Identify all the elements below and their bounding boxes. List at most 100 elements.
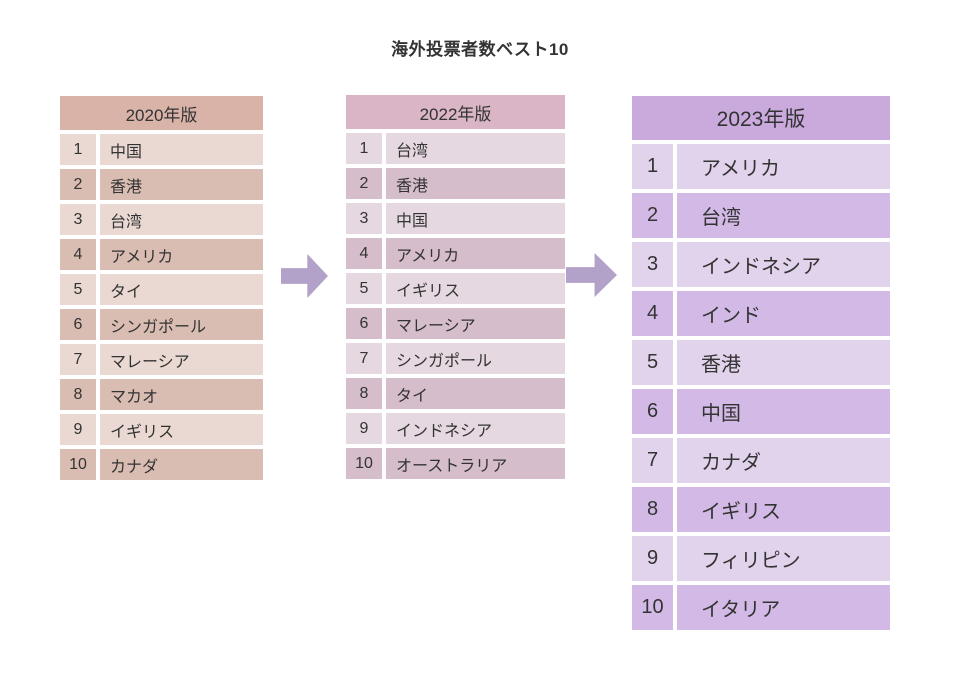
country-name: 中国 xyxy=(386,203,565,234)
country-name: インドネシア xyxy=(386,413,565,444)
country-name: 中国 xyxy=(677,389,890,434)
rank-number: 6 xyxy=(346,308,382,339)
country-name: 台湾 xyxy=(386,133,565,164)
country-name: 台湾 xyxy=(100,204,263,235)
rank-number: 5 xyxy=(632,340,673,385)
country-name: 香港 xyxy=(386,168,565,199)
country-name: マカオ xyxy=(100,379,263,410)
arrow-right-icon xyxy=(566,253,617,297)
country-name: アメリカ xyxy=(677,144,890,189)
country-name: タイ xyxy=(386,378,565,409)
rank-number: 7 xyxy=(60,344,96,375)
rank-number: 2 xyxy=(60,169,96,200)
table-header: 2022年版 xyxy=(346,95,565,129)
country-name: フィリピン xyxy=(677,536,890,581)
rank-number: 3 xyxy=(632,242,673,287)
country-name: イギリス xyxy=(100,414,263,445)
rank-number: 9 xyxy=(632,536,673,581)
rank-number: 1 xyxy=(60,134,96,165)
rank-number: 7 xyxy=(346,343,382,374)
country-name: オーストラリア xyxy=(386,448,565,479)
country-name: マレーシア xyxy=(100,344,263,375)
country-name: イギリス xyxy=(386,273,565,304)
rank-number: 10 xyxy=(60,449,96,480)
country-name: イタリア xyxy=(677,585,890,630)
rank-number: 10 xyxy=(346,448,382,479)
country-name: マレーシア xyxy=(386,308,565,339)
country-name: カナダ xyxy=(100,449,263,480)
country-name: イギリス xyxy=(677,487,890,532)
country-name: アメリカ xyxy=(386,238,565,269)
rank-number: 6 xyxy=(60,309,96,340)
rank-number: 10 xyxy=(632,585,673,630)
country-name: シンガポール xyxy=(386,343,565,374)
rank-number: 2 xyxy=(346,168,382,199)
rank-number: 4 xyxy=(60,239,96,270)
table-header: 2023年版 xyxy=(632,96,890,140)
rank-number: 6 xyxy=(632,389,673,434)
country-name: 香港 xyxy=(677,340,890,385)
table-header: 2020年版 xyxy=(60,96,263,130)
rank-number: 8 xyxy=(346,378,382,409)
arrow-right-icon xyxy=(281,254,328,298)
country-name: インドネシア xyxy=(677,242,890,287)
rank-number: 2 xyxy=(632,193,673,238)
rank-number: 1 xyxy=(632,144,673,189)
rank-number: 8 xyxy=(632,487,673,532)
rank-number: 9 xyxy=(60,414,96,445)
page-title: 海外投票者数ベスト10 xyxy=(391,40,569,59)
rank-number: 4 xyxy=(632,291,673,336)
country-name: タイ xyxy=(100,274,263,305)
rank-number: 3 xyxy=(60,204,96,235)
country-name: 台湾 xyxy=(677,193,890,238)
rank-number: 9 xyxy=(346,413,382,444)
rank-number: 4 xyxy=(346,238,382,269)
country-name: シンガポール xyxy=(100,309,263,340)
country-name: 香港 xyxy=(100,169,263,200)
rank-number: 3 xyxy=(346,203,382,234)
country-name: カナダ xyxy=(677,438,890,483)
country-name: 中国 xyxy=(100,134,263,165)
rank-number: 5 xyxy=(346,273,382,304)
rank-number: 5 xyxy=(60,274,96,305)
country-name: インド xyxy=(677,291,890,336)
rank-number: 8 xyxy=(60,379,96,410)
rank-number: 7 xyxy=(632,438,673,483)
